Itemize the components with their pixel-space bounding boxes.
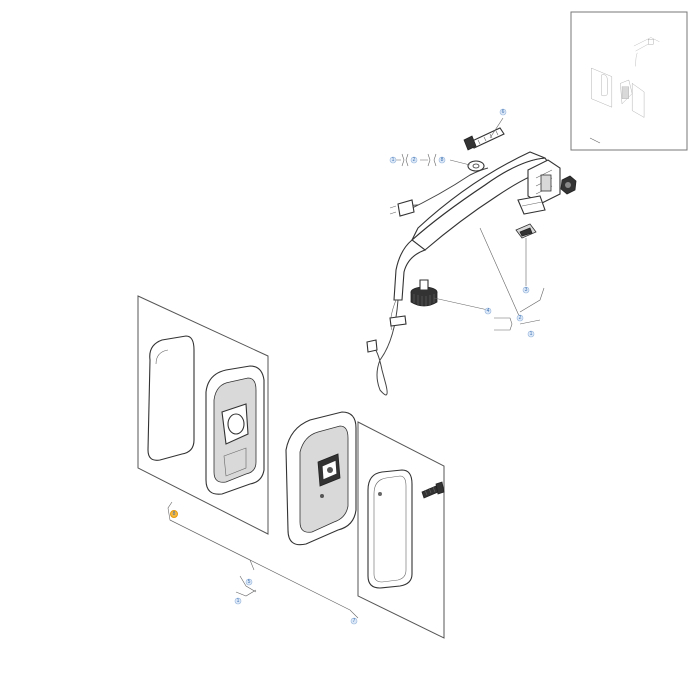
callout-1-upper[interactable]: 1 <box>389 156 397 164</box>
mounting-bolt[interactable] <box>463 127 505 151</box>
callout-8-upper[interactable]: 8 <box>438 156 446 164</box>
svg-text:1: 1 <box>530 331 533 337</box>
callout-3[interactable]: 3 <box>522 286 530 294</box>
cable-clip[interactable] <box>515 223 537 239</box>
svg-text:1: 1 <box>392 157 395 163</box>
callout-2-arm[interactable]: 2 <box>516 314 524 322</box>
svg-text:5: 5 <box>248 579 251 585</box>
callout-4[interactable]: 4 <box>484 307 492 315</box>
svg-text:4: 4 <box>487 308 490 314</box>
back-plate[interactable] <box>357 421 445 639</box>
svg-text:3: 3 <box>525 287 528 293</box>
callout-8-glass-highlighted[interactable]: 8 <box>170 510 178 518</box>
mirror-glass-panel[interactable] <box>137 295 269 535</box>
svg-text:7: 7 <box>353 618 356 624</box>
svg-text:2: 2 <box>519 315 522 321</box>
mounting-screw[interactable] <box>421 481 445 499</box>
callout-6[interactable]: 6 <box>499 108 507 116</box>
mirror-arm-assembly[interactable] <box>366 151 577 396</box>
callout-1-arm[interactable]: 1 <box>527 330 535 338</box>
leader-lines <box>167 117 545 619</box>
wiring-cable[interactable] <box>389 167 489 217</box>
callout-2-upper[interactable]: 2 <box>410 156 418 164</box>
callout-5[interactable]: 5 <box>245 578 253 586</box>
svg-text:6: 6 <box>502 109 505 115</box>
callout-1-lower[interactable]: 1 <box>234 597 242 605</box>
overview-thumbnail[interactable] <box>570 11 688 151</box>
svg-text:8: 8 <box>441 157 444 163</box>
callout-7[interactable]: 7 <box>350 617 358 625</box>
mirror-housing[interactable] <box>285 411 357 546</box>
adjustment-knob[interactable] <box>410 279 438 307</box>
svg-text:2: 2 <box>413 157 416 163</box>
svg-text:1: 1 <box>237 598 240 604</box>
washer[interactable] <box>467 160 485 172</box>
svg-text:8: 8 <box>173 511 176 517</box>
